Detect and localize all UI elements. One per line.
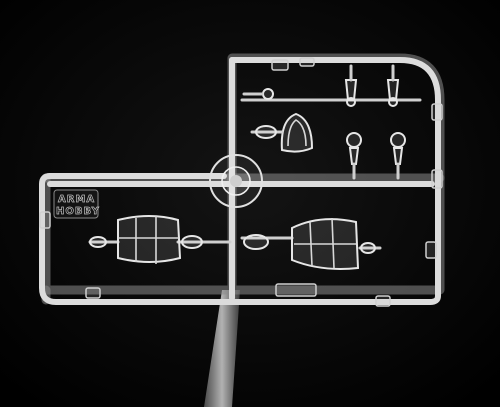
sprue-frame xyxy=(39,53,445,307)
logo-line-hobby: HOBBY xyxy=(56,206,100,217)
canopy-right-part xyxy=(243,217,376,270)
canopy-left-part xyxy=(89,215,203,264)
lens-parts-top xyxy=(242,64,400,107)
windscreen-part xyxy=(250,112,314,153)
lens-parts-middle xyxy=(346,132,406,180)
sprue-central-hub xyxy=(209,154,263,208)
manufacturer-logo: ARMA HOBBY xyxy=(53,189,100,219)
sprue-holder-rod xyxy=(204,290,240,407)
logo-line-arma: ARMA xyxy=(58,194,95,205)
